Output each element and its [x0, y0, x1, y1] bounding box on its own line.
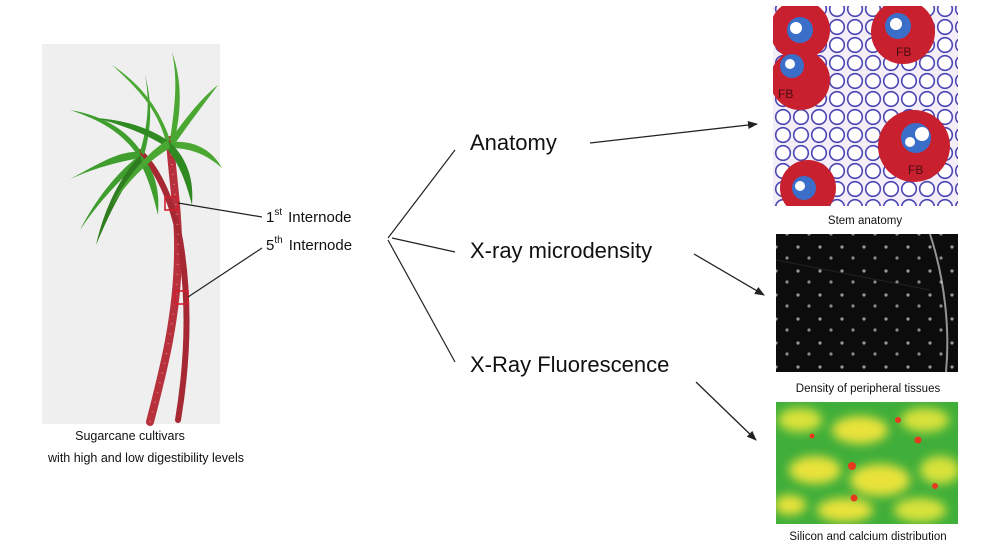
plant-caption-line1: Sugarcane cultivars [75, 429, 185, 443]
fb-label: FB [896, 45, 911, 59]
sugarcane-plant: Sugarcane cultivars with high and low di… [42, 44, 244, 465]
fiber-bundle [780, 160, 836, 216]
fb-label: FB [778, 87, 793, 101]
plant-caption-line2: with high and low digestibility levels [47, 451, 244, 465]
plant-background [42, 44, 220, 424]
xrf-caption: Silicon and calcium distribution [789, 531, 946, 543]
fb-label: FB [908, 163, 923, 177]
branch-connectors [388, 150, 455, 362]
stem-anatomy-caption: Stem anatomy [828, 215, 902, 227]
arrow-to-xrf [696, 382, 756, 440]
stem-anatomy-panel: FB FB FB [770, 0, 958, 216]
fiber-bundle [770, 50, 830, 110]
arrow-to-density [694, 254, 764, 295]
branch-label-fluorescence: X-Ray Fluorescence [470, 352, 669, 377]
arrow-to-stem-anatomy [590, 124, 757, 143]
xrf-map-panel [774, 402, 960, 524]
branch-label-microdensity: X-ray microdensity [470, 238, 652, 263]
density-caption: Density of peripheral tissues [796, 383, 941, 395]
density-panel [776, 234, 958, 372]
branch-label-anatomy: Anatomy [470, 130, 557, 155]
